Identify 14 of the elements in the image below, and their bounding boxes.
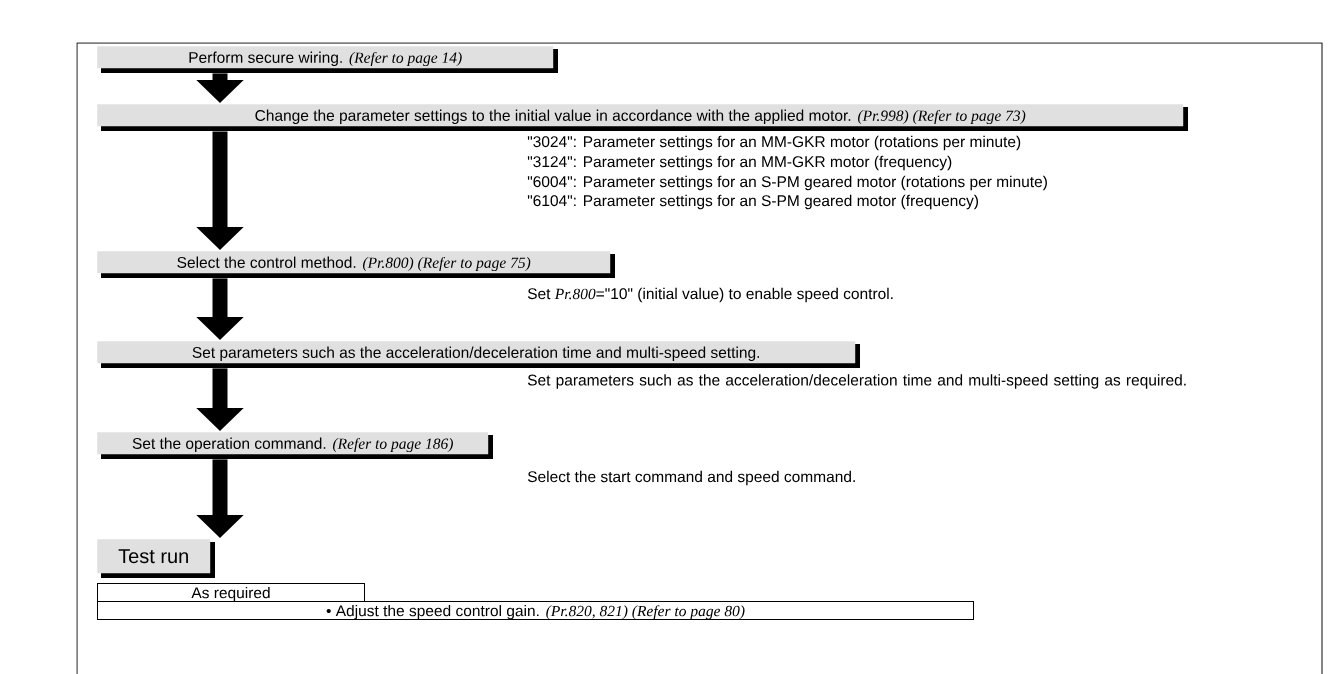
step-box: Select the control method. (Pr.800) (Refer to page 75)	[97, 251, 615, 278]
description-text: "6004": Parameter settings for an S-PM geared motor (rotations per minute)	[527, 175, 1047, 191]
step-box: Set the operation command. (Refer to page 186)	[97, 432, 493, 459]
table-cell: As required	[97, 583, 365, 602]
description-text: "6104": Parameter settings for an S-PM geared motor (frequency)	[527, 194, 978, 210]
step-box: Set parameters such as the acceleration/deceleration time and multi-speed setting.	[97, 341, 860, 368]
step-box: Change the parameter settings to the initial value in accordance with the applied motor. (Pr.998) (Refer to page 73)	[97, 104, 1188, 131]
step-box: Perform secure wiring. (Refer to page 14)	[97, 46, 558, 73]
description-text: Set parameters such as the acceleration/deceleration time and multi-speed setting as required.	[527, 374, 1186, 389]
test-run-box: Test run	[97, 539, 215, 578]
description-text: Set Pr.800="10" (initial value) to enable speed control.	[527, 287, 893, 303]
description-text: Select the start command and speed command.	[527, 470, 855, 486]
description-text: "3024": Parameter settings for an MM-GKR motor (rotations per minute)	[527, 135, 1021, 151]
description-text: "3124": Parameter settings for an MM-GKR motor (frequency)	[527, 155, 952, 171]
